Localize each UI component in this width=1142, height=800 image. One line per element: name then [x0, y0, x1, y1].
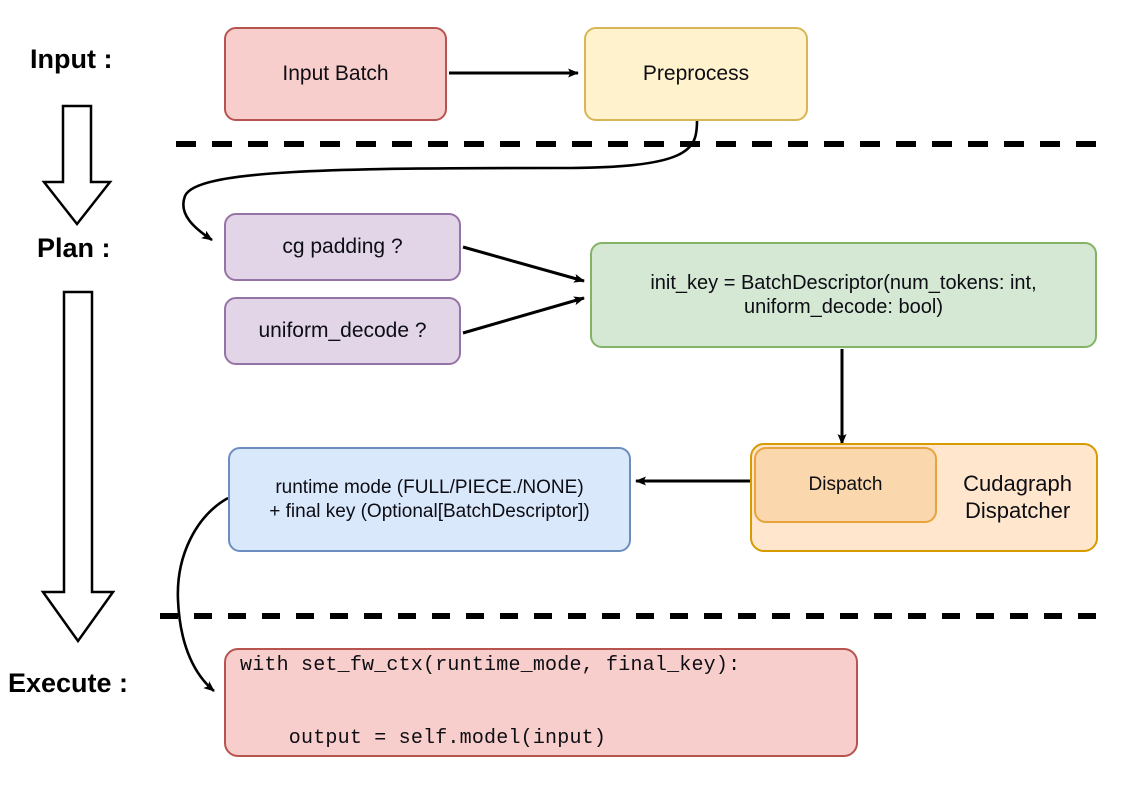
node-cudagraph-dispatcher-line1: Cudagraph: [963, 470, 1072, 496]
node-uniform-decode[interactable]: uniform_decode ?: [224, 297, 461, 365]
node-dispatch-label: Dispatch: [808, 474, 883, 496]
node-init-key[interactable]: init_key = BatchDescriptor(num_tokens: i…: [590, 242, 1097, 348]
stage-label-input: Input :: [30, 44, 113, 74]
node-init-key-line2: uniform_decode: bool): [743, 296, 943, 318]
node-cudagraph-dispatcher-line2: Dispatcher: [964, 497, 1071, 523]
diagram-canvas: Input : Plan : Execute : Input Batch Pre…: [8, 27, 1098, 757]
node-cg-padding[interactable]: cg padding ?: [224, 213, 461, 281]
node-input-batch-label: Input Batch: [282, 62, 389, 86]
node-execute-code-line2: output = self.model(input): [240, 726, 607, 750]
node-preprocess-label: Preprocess: [642, 62, 750, 86]
stage-label-execute: Execute :: [8, 668, 129, 698]
node-uniform-decode-label: uniform_decode ?: [258, 319, 427, 343]
stage-block-arrow-input-to-plan: [41, 104, 113, 227]
node-cg-padding-label: cg padding ?: [282, 235, 403, 259]
node-init-key-line1: init_key = BatchDescriptor(num_tokens: i…: [650, 271, 1037, 294]
node-runtime-mode[interactable]: runtime mode (FULL/PIECE./NONE) + final …: [228, 447, 631, 552]
node-execute-code-line1: with set_fw_ctx(runtime_mode, final_key)…: [240, 653, 741, 677]
node-runtime-mode-line1: runtime mode (FULL/PIECE./NONE): [275, 477, 584, 499]
stage-label-plan: Plan :: [37, 233, 111, 263]
edge-cg-padding-to-init-key: [462, 245, 585, 283]
node-preprocess[interactable]: Preprocess: [584, 27, 808, 121]
node-runtime-mode-line2: + final key (Optional[BatchDescriptor]): [269, 500, 590, 522]
edge-uniform-decode-to-init-key: [462, 296, 585, 335]
edge-runtime-mode-to-execute-code: [176, 496, 229, 692]
edge-preprocess-to-cg-padding: [182, 120, 699, 242]
node-dispatch[interactable]: Dispatch: [754, 447, 937, 523]
stage-block-arrow-plan-to-execute: [40, 290, 116, 644]
connector-layer: [40, 68, 1098, 692]
node-execute-code[interactable]: with set_fw_ctx(runtime_mode, final_key)…: [224, 648, 858, 757]
node-input-batch[interactable]: Input Batch: [224, 27, 447, 121]
